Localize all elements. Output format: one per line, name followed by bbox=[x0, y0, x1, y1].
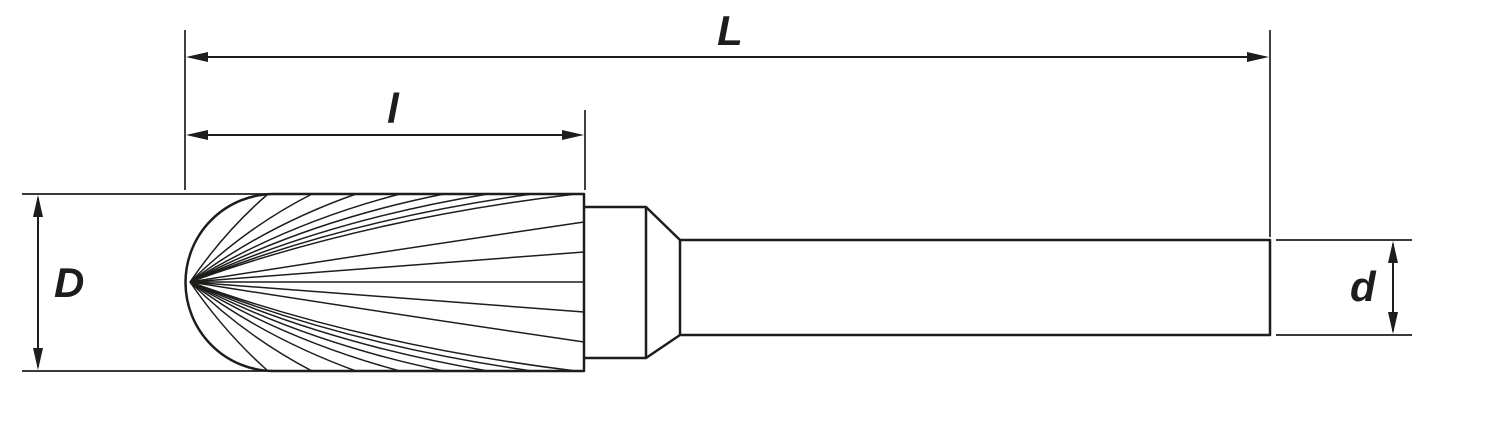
flute-line bbox=[189, 281, 489, 372]
flute-line bbox=[189, 193, 401, 283]
arrowhead-bottom-icon bbox=[1388, 312, 1398, 334]
arrowhead-right-icon bbox=[1247, 52, 1269, 62]
dimension-head-diameter: D bbox=[22, 193, 266, 372]
arrowhead-top-icon bbox=[33, 195, 43, 217]
flute-line bbox=[189, 281, 533, 372]
arrowhead-right-icon bbox=[562, 130, 584, 140]
burr-shank bbox=[678, 238, 1272, 337]
flute-line bbox=[189, 281, 269, 372]
label-head-diameter: D bbox=[54, 259, 84, 306]
flute-line bbox=[189, 281, 357, 372]
flute-line bbox=[189, 281, 445, 372]
flute-line bbox=[189, 281, 401, 372]
dimension-overall-length: L bbox=[184, 7, 1271, 237]
flute-line bbox=[189, 193, 313, 283]
flute-line bbox=[189, 193, 269, 283]
flute-line bbox=[189, 281, 585, 313]
label-shank-diameter: d bbox=[1350, 263, 1377, 310]
arrowhead-left-icon bbox=[186, 130, 208, 140]
flute-line bbox=[189, 193, 445, 283]
dimension-shank-diameter: d bbox=[1276, 239, 1412, 336]
label-overall-length: L bbox=[717, 7, 743, 54]
burr-neck bbox=[584, 205, 681, 360]
flute-line bbox=[189, 281, 313, 372]
flute-line bbox=[189, 221, 585, 283]
flute-line bbox=[189, 193, 533, 283]
arrowhead-bottom-icon bbox=[33, 348, 43, 370]
flute-line bbox=[189, 193, 577, 283]
label-cutting-length: l bbox=[387, 85, 400, 132]
flute-line bbox=[189, 281, 577, 372]
flute-line bbox=[189, 193, 357, 283]
dimension-cutting-length: l bbox=[186, 85, 586, 190]
flute-line bbox=[189, 251, 585, 283]
flutes bbox=[189, 193, 585, 372]
flute-line bbox=[189, 193, 489, 283]
arrowhead-top-icon bbox=[1388, 241, 1398, 263]
burr-body bbox=[184, 192, 1272, 373]
arrowhead-left-icon bbox=[186, 52, 208, 62]
flute-line bbox=[189, 281, 585, 343]
